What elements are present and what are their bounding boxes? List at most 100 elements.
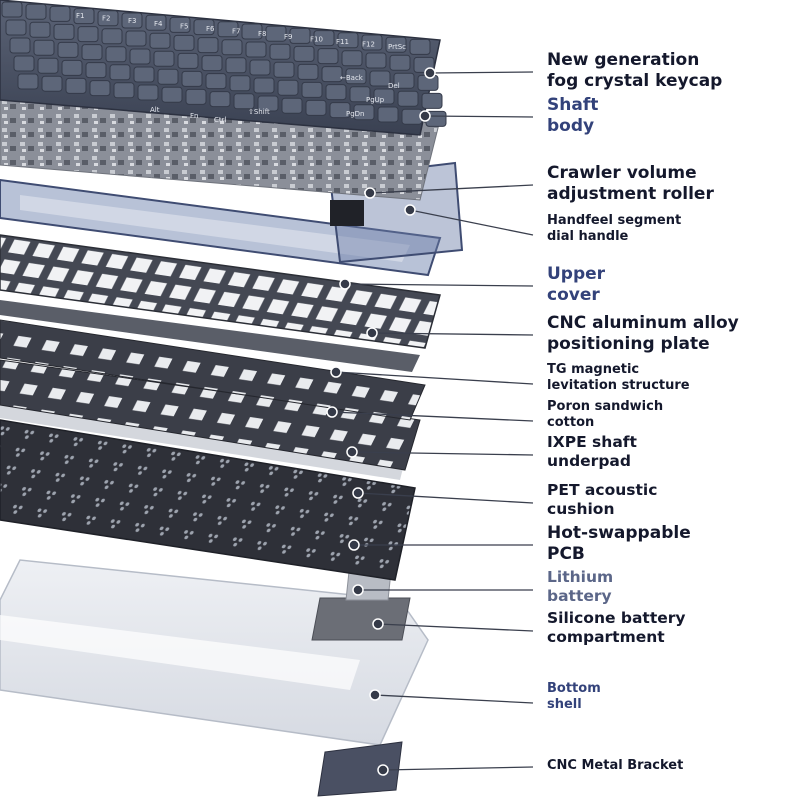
- keycap: [277, 79, 299, 96]
- callout-line-2: PCB: [547, 544, 585, 564]
- keycap-legend-shift: ⇧Shift: [248, 108, 270, 116]
- callout-line-2: fog crystal keycap: [547, 71, 723, 91]
- keycap-legend-1: F2: [102, 15, 110, 23]
- keycap: [205, 73, 227, 90]
- keycap: [257, 95, 279, 112]
- callout-line-2: body: [547, 116, 595, 136]
- keycap-legend-11: F12: [362, 41, 375, 49]
- keycap: [221, 39, 243, 56]
- keycap: [121, 12, 143, 29]
- keycap: [201, 55, 223, 72]
- leader-dot: [330, 366, 342, 378]
- keycap-legend-7: F8: [258, 30, 266, 38]
- leader-line: [377, 623, 534, 632]
- keycap-grid: [1, 1, 447, 127]
- callout-line-2: dial handle: [547, 229, 629, 244]
- leader-dot: [352, 487, 364, 499]
- leader-dot: [404, 204, 416, 216]
- leader-line: [331, 411, 534, 422]
- keycap: [253, 77, 275, 94]
- keycap: [217, 21, 239, 38]
- keycap: [17, 73, 39, 90]
- callout-line-2: cushion: [547, 500, 615, 518]
- leader-dot: [366, 327, 378, 339]
- keycap: [73, 8, 95, 25]
- keycap: [209, 91, 231, 108]
- callout-line-1: Handfeel segment: [547, 213, 682, 228]
- keycap: [41, 75, 63, 92]
- callout-line-2: levitation structure: [547, 378, 690, 393]
- cnc-metal-bracket: [317, 741, 403, 797]
- keycap-legend-12: PrtSc: [388, 43, 406, 51]
- keycap: [145, 14, 167, 31]
- leader-dot: [419, 110, 431, 122]
- keycap: [281, 97, 303, 114]
- leader-line: [351, 451, 534, 456]
- leader-dot: [372, 618, 384, 630]
- keycap: [293, 45, 315, 62]
- keycap-legend-pgdn: PgDn: [346, 110, 365, 118]
- keycap: [389, 54, 411, 71]
- callout-line-1: TG magnetic: [547, 362, 640, 377]
- keycap-legend-8: F9: [284, 33, 292, 41]
- keycap: [57, 41, 79, 58]
- callout-line-1: PET acoustic: [547, 481, 658, 499]
- leader-dot: [369, 689, 381, 701]
- keycap: [329, 102, 351, 119]
- keycap-legend-6: F7: [232, 28, 240, 36]
- keycap: [77, 26, 99, 43]
- upper-cover-inner: [20, 195, 410, 262]
- keycap: [53, 23, 75, 40]
- callout-line-1: Poron sandwich: [547, 399, 664, 414]
- keycap: [289, 27, 311, 44]
- keycap: [133, 66, 155, 83]
- callout-line-2: adjustment roller: [547, 184, 714, 204]
- keycap-legend-pgup: PgUp: [366, 96, 385, 104]
- keycap: [241, 23, 263, 40]
- callout-line-1: Lithium: [547, 568, 614, 586]
- leader-dot: [339, 278, 351, 290]
- leader-dot: [346, 446, 358, 458]
- callout-line-1: IXPE shaft: [547, 433, 637, 451]
- keycap: [377, 106, 399, 123]
- keycap: [245, 41, 267, 58]
- keycap: [305, 99, 327, 116]
- keycap: [89, 80, 111, 97]
- keycap: [153, 50, 175, 67]
- keycap: [297, 63, 319, 80]
- leader-dot: [326, 406, 338, 418]
- leader-line: [371, 332, 534, 336]
- keycap: [321, 66, 343, 83]
- keycap: [161, 86, 183, 103]
- keycap: [105, 46, 127, 63]
- keycap: [229, 75, 251, 92]
- keycap-legend-alt: Alt: [150, 106, 160, 114]
- keycap: [65, 77, 87, 94]
- roller-knob: [330, 200, 364, 226]
- leader-line: [382, 766, 534, 771]
- leader-line: [335, 371, 534, 385]
- keycap: [313, 30, 335, 47]
- keycap: [349, 86, 371, 103]
- keycap: [97, 10, 119, 27]
- keycap: [9, 37, 31, 54]
- callout-line-1: CNC Metal Bracket: [547, 758, 684, 773]
- keycap: [137, 84, 159, 101]
- keycap: [409, 38, 431, 55]
- keycap: [365, 52, 387, 69]
- keycap-legend-10: F11: [336, 38, 349, 46]
- callout-line-1: Upper: [547, 264, 606, 284]
- hot-swappable-pcb: [0, 419, 416, 581]
- keycap: [129, 48, 151, 65]
- keycap: [5, 19, 27, 36]
- keycap: [113, 82, 135, 99]
- leader-line: [369, 184, 534, 194]
- keycap: [1, 1, 23, 18]
